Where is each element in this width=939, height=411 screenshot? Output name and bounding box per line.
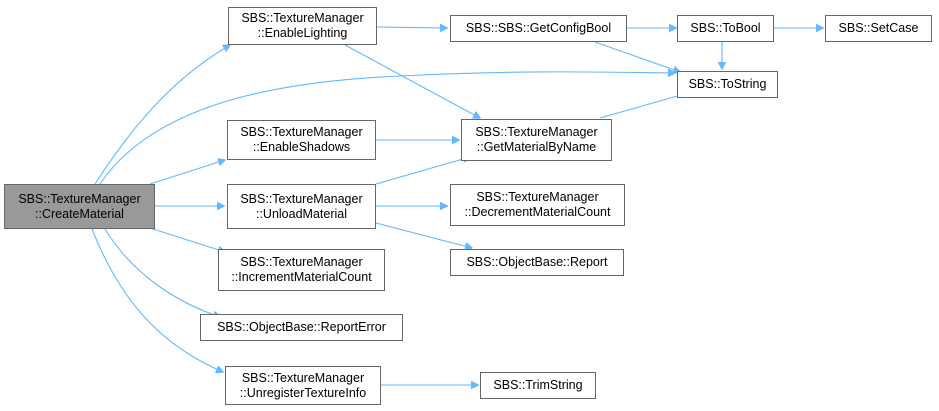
node-label: SBS::TextureManager — [240, 255, 363, 269]
node-label: ::IncrementMaterialCount — [231, 270, 372, 284]
edge-create-to-enable-shadows — [149, 160, 225, 185]
edge-lighting-to-config-bool — [376, 27, 447, 28]
node-label: SBS::SBS::GetConfigBool — [465, 21, 612, 35]
node-label: SBS::ObjectBase::ReportError — [217, 320, 386, 334]
edge-create-to-enable-lighting — [94, 45, 230, 185]
edge-config-bool-to-to-string — [594, 41, 680, 72]
node-set-case[interactable]: SBS::SetCase — [825, 15, 932, 42]
node-label: SBS::TrimString — [493, 378, 583, 392]
edge-unload-to-report — [375, 222, 472, 248]
node-label: SBS::TextureManager — [475, 125, 598, 139]
node-label: ::GetMaterialByName — [476, 140, 597, 154]
node-report[interactable]: SBS::ObjectBase::Report — [450, 249, 624, 276]
node-trim-string[interactable]: SBS::TrimString — [480, 372, 596, 399]
node-label: SBS::SetCase — [838, 21, 919, 35]
node-report-error[interactable]: SBS::ObjectBase::ReportError — [200, 314, 403, 341]
node-enable-shadows[interactable]: SBS::TextureManager ::EnableShadows — [227, 120, 376, 160]
edge-lighting-to-get-material — [344, 44, 480, 118]
edge-create-to-unregister — [91, 228, 223, 372]
node-unload-material[interactable]: SBS::TextureManager ::UnloadMaterial — [227, 184, 376, 229]
node-increment-material-count[interactable]: SBS::TextureManager ::IncrementMaterialC… — [218, 249, 385, 291]
edge-create-to-report-error — [104, 228, 220, 317]
node-to-bool[interactable]: SBS::ToBool — [677, 15, 774, 42]
edge-unload-to-get-material — [375, 157, 470, 185]
node-label: SBS::ObjectBase::Report — [466, 255, 608, 269]
edge-create-to-to-string — [99, 72, 675, 185]
node-create-material[interactable]: SBS::TextureManager ::CreateMaterial — [4, 184, 155, 229]
node-label: SBS::ToBool — [690, 21, 761, 35]
node-enable-lighting[interactable]: SBS::TextureManager ::EnableLighting — [228, 7, 377, 45]
node-get-config-bool[interactable]: SBS::SBS::GetConfigBool — [450, 15, 627, 42]
node-label: SBS::TextureManager — [476, 190, 599, 204]
node-label: ::UnregisterTextureInfo — [239, 385, 367, 400]
node-unregister-texture-info[interactable]: SBS::TextureManager ::UnregisterTextureI… — [225, 366, 381, 405]
node-label: ::CreateMaterial — [35, 206, 124, 221]
node-decrement-material-count[interactable]: SBS::TextureManager ::DecrementMaterialC… — [450, 184, 625, 226]
node-label: SBS::TextureManager — [240, 125, 363, 139]
node-label: ::EnableShadows — [252, 140, 351, 154]
node-label: ::DecrementMaterialCount — [464, 205, 611, 219]
node-label: SBS::ToString — [688, 77, 767, 91]
node-label: SBS::TextureManager — [240, 191, 363, 206]
node-get-material-by-name[interactable]: SBS::TextureManager ::GetMaterialByName — [461, 119, 612, 161]
node-label: SBS::TextureManager — [241, 11, 364, 25]
node-label: ::EnableLighting — [257, 26, 348, 40]
node-label: ::UnloadMaterial — [255, 206, 347, 221]
edge-create-to-increment — [149, 227, 225, 252]
edge-get-material-to-to-string — [599, 93, 688, 119]
node-label: SBS::TextureManager — [18, 191, 141, 206]
node-label: SBS::TextureManager — [241, 370, 365, 385]
node-to-string[interactable]: SBS::ToString — [677, 71, 778, 98]
